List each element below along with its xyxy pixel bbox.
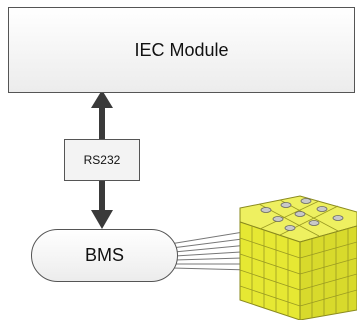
upper-link-arrow [91, 90, 113, 139]
battery-pack-image [239, 195, 357, 320]
iec-module-label: IEC Module [134, 39, 229, 60]
bms-label: BMS [84, 245, 124, 265]
lower-link-arrow [91, 181, 113, 229]
battery-terminals [260, 198, 344, 231]
bms-box: BMS [31, 229, 178, 282]
iec-module-box: IEC Module [8, 7, 355, 93]
rs232-box: RS232 [64, 139, 140, 181]
rs232-label: RS232 [83, 153, 121, 167]
